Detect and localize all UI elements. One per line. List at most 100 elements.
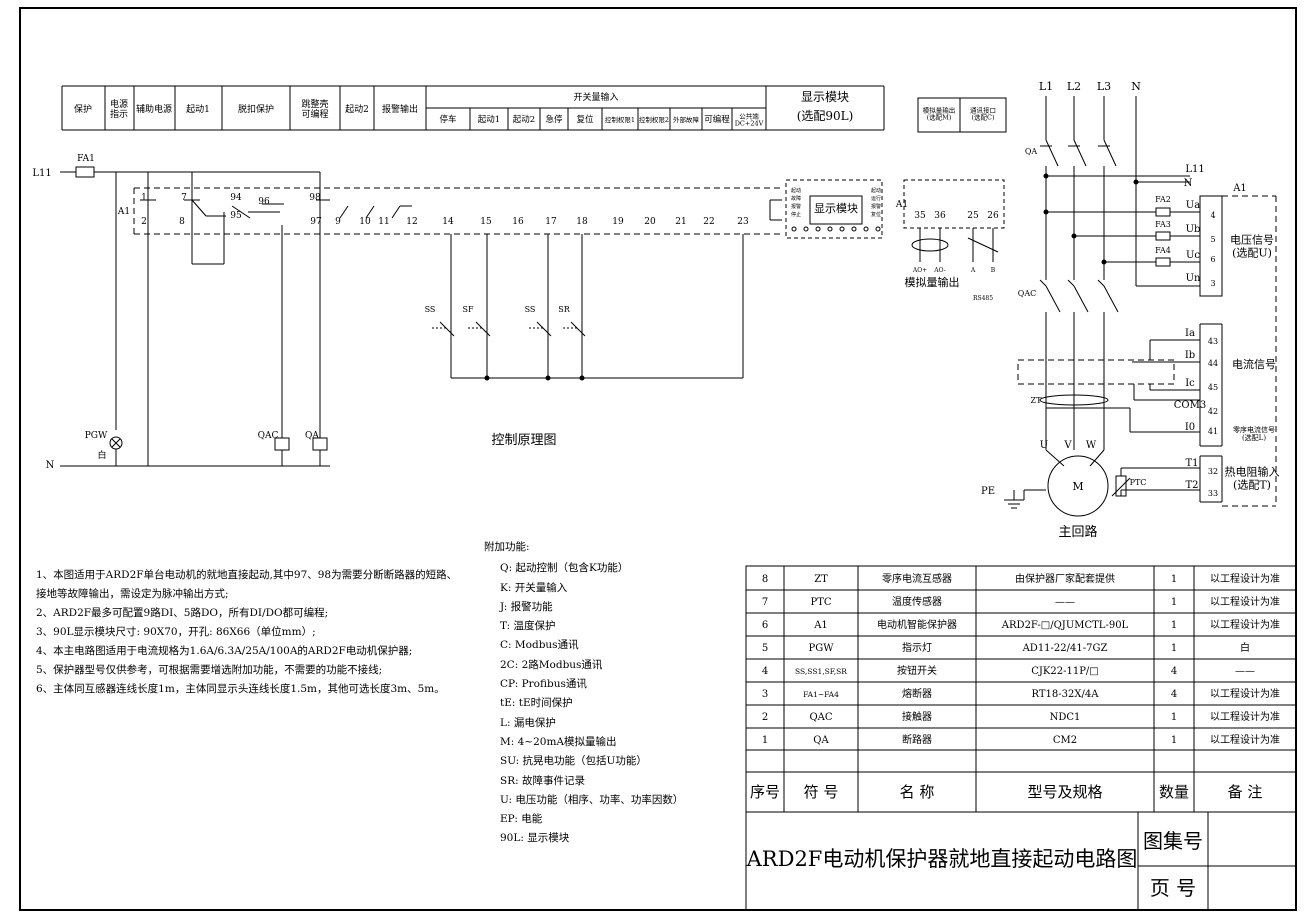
module-led-label: 报警 [871, 203, 881, 210]
bom-cell: 断路器 [902, 733, 932, 746]
page-number-label: 页 号 [1150, 876, 1196, 900]
addon-item: 2C: 2路Modbus通讯 [500, 658, 603, 671]
switch-col-label: 停车 [439, 114, 456, 125]
module-led-label: 运行 [871, 195, 881, 202]
fuse-label: FA4 [1155, 246, 1171, 255]
terminal-number: 35 [914, 211, 926, 221]
button-label-ss: SS [525, 305, 536, 314]
header-col-label: 报警输出 [382, 103, 418, 115]
terminal-number: 25 [967, 211, 979, 221]
bom-header-cell: 数量 [1159, 783, 1189, 801]
bom-cell: FA1~FA4 [803, 690, 839, 699]
terminal-number: 4 [1210, 211, 1215, 220]
bom-header-cell: 序号 [750, 783, 780, 801]
header-col-label: 电源指示 [110, 98, 128, 120]
module-led-label: 故障 [791, 195, 801, 202]
thermal-input-label: 热电阻输入(选配T) [1225, 465, 1280, 492]
title-block [745, 811, 1297, 911]
terminal-sub-label: AO+ [912, 267, 927, 274]
header-col-label: 保护 [74, 103, 92, 115]
display-module-label: 显示模块 [814, 202, 858, 215]
terminal-sub-label: A [970, 267, 976, 274]
terminal-number: 45 [1208, 383, 1218, 392]
terminal-number: 5 [1210, 235, 1215, 244]
notes-block: 1、本图适用于ARD2F单台电动机的就地直接起动,其中97、98为需要分断断路器… [36, 566, 476, 699]
terminal-number: 36 [934, 211, 946, 221]
terminal-number: 9 [335, 217, 341, 227]
terminal-number: 17 [545, 217, 557, 227]
bom-cell: 2 [762, 712, 768, 723]
sheet-border [19, 7, 1297, 911]
display-module-title: 显示模块 [801, 90, 849, 104]
bom-cell: 1 [762, 735, 768, 746]
terminal-sub-label: B [991, 267, 996, 274]
terminal-number: 14 [442, 217, 454, 227]
addon-item: 90L: 显示模块 [500, 832, 570, 845]
bom-cell: 以工程设计为准 [1210, 618, 1280, 631]
current-terminal-label: Ib [1185, 350, 1195, 361]
current-signal-label: 电流信号 [1232, 357, 1276, 371]
terminal-number: 19 [612, 217, 624, 227]
terminal-number: 10 [359, 217, 371, 227]
wire-label-n: N [1184, 178, 1193, 189]
switch-col-label: 外部故障 [673, 115, 700, 124]
bom-cell: RT18-32X/4A [1032, 689, 1100, 700]
coil-label-qa: QA [305, 431, 319, 441]
motor-terminal-label: W [1086, 440, 1097, 451]
switch-input-title: 开关量输入 [573, 91, 618, 103]
header-col-label: 脱扣保护 [238, 103, 274, 115]
current-terminal-label: Ic [1185, 378, 1195, 389]
terminal-number: 18 [576, 217, 588, 227]
analog-output-header: 模拟量输出(选配M) [923, 105, 956, 121]
header-col-label: 起动1 [186, 104, 210, 115]
control-circuit-caption: 控制原理图 [491, 433, 556, 448]
terminal-number: 21 [675, 217, 686, 227]
addon-title: 附加功能: [484, 541, 530, 553]
terminal-number: 8 [179, 217, 185, 227]
terminal-number: 42 [1208, 407, 1218, 416]
addon-item: EP: 电能 [500, 813, 543, 826]
atlas-number-label: 图集号 [1143, 829, 1203, 853]
terminal-number: 12 [406, 217, 417, 227]
bom-cell: QA [813, 735, 829, 746]
addon-item: L: 漏电保护 [500, 716, 556, 729]
terminal-number: 44 [1208, 359, 1218, 368]
bom-cell: 以工程设计为准 [1210, 595, 1280, 608]
button-label-sf: SF [462, 305, 473, 314]
fuse-label: FA2 [1155, 195, 1171, 204]
terminal-number: 33 [1208, 489, 1218, 498]
motor-terminal-label: V [1063, 440, 1072, 451]
bom-cell: CM2 [1053, 735, 1077, 746]
coil-label-qac: QAC [258, 431, 279, 441]
voltage-terminal-label: Un [1186, 273, 1201, 284]
bom-cell: 1 [1171, 643, 1177, 654]
phase-label: N [1131, 80, 1141, 93]
wire-label-n: N [46, 460, 55, 471]
bom-cell: 以工程设计为准 [1210, 572, 1280, 585]
terminal-number: 20 [644, 217, 656, 227]
module-led-label: 起动 [871, 187, 881, 194]
switch-col-label: 起动2 [513, 114, 535, 125]
drawing-title: ARD2F电动机保护器就地直接起动电路图 [746, 847, 1138, 871]
display-module-subtitle: (选配90L) [797, 109, 854, 123]
bom-cell: AD11-22/41-7GZ [1022, 643, 1108, 654]
header-col-label: 起动2 [345, 104, 369, 115]
button-label-sr: SR [558, 305, 570, 314]
bom-cell: 4 [1171, 689, 1177, 700]
bom-header-cell: 备 注 [1228, 783, 1263, 801]
addon-item: K: 开关量输入 [500, 581, 568, 594]
addon-functions: 附加功能: Q: 起动控制（包含K功能） K: 开关量输入 J: 报警功能 T:… [484, 538, 683, 849]
switch-col-label: 复位 [576, 114, 594, 125]
motor-label: M [1072, 480, 1083, 493]
device-label-a1: A1 [117, 207, 130, 217]
lamp-color-label: 白 [97, 449, 106, 461]
main-circuit [1004, 96, 1277, 517]
note-line: 2、ARD2F最多可配置9路DI、5路DO，所有DI/DO都可编程; [36, 607, 329, 619]
phase-label: L3 [1097, 80, 1111, 93]
voltage-terminal-label: Ub [1186, 224, 1201, 235]
note-line: 接地等故障输出，需设定为脉冲输出方式; [36, 588, 229, 600]
bom-cell: 8 [762, 574, 768, 585]
bom-cell: 1 [1171, 620, 1177, 631]
bom-cell: 以工程设计为准 [1210, 733, 1280, 746]
